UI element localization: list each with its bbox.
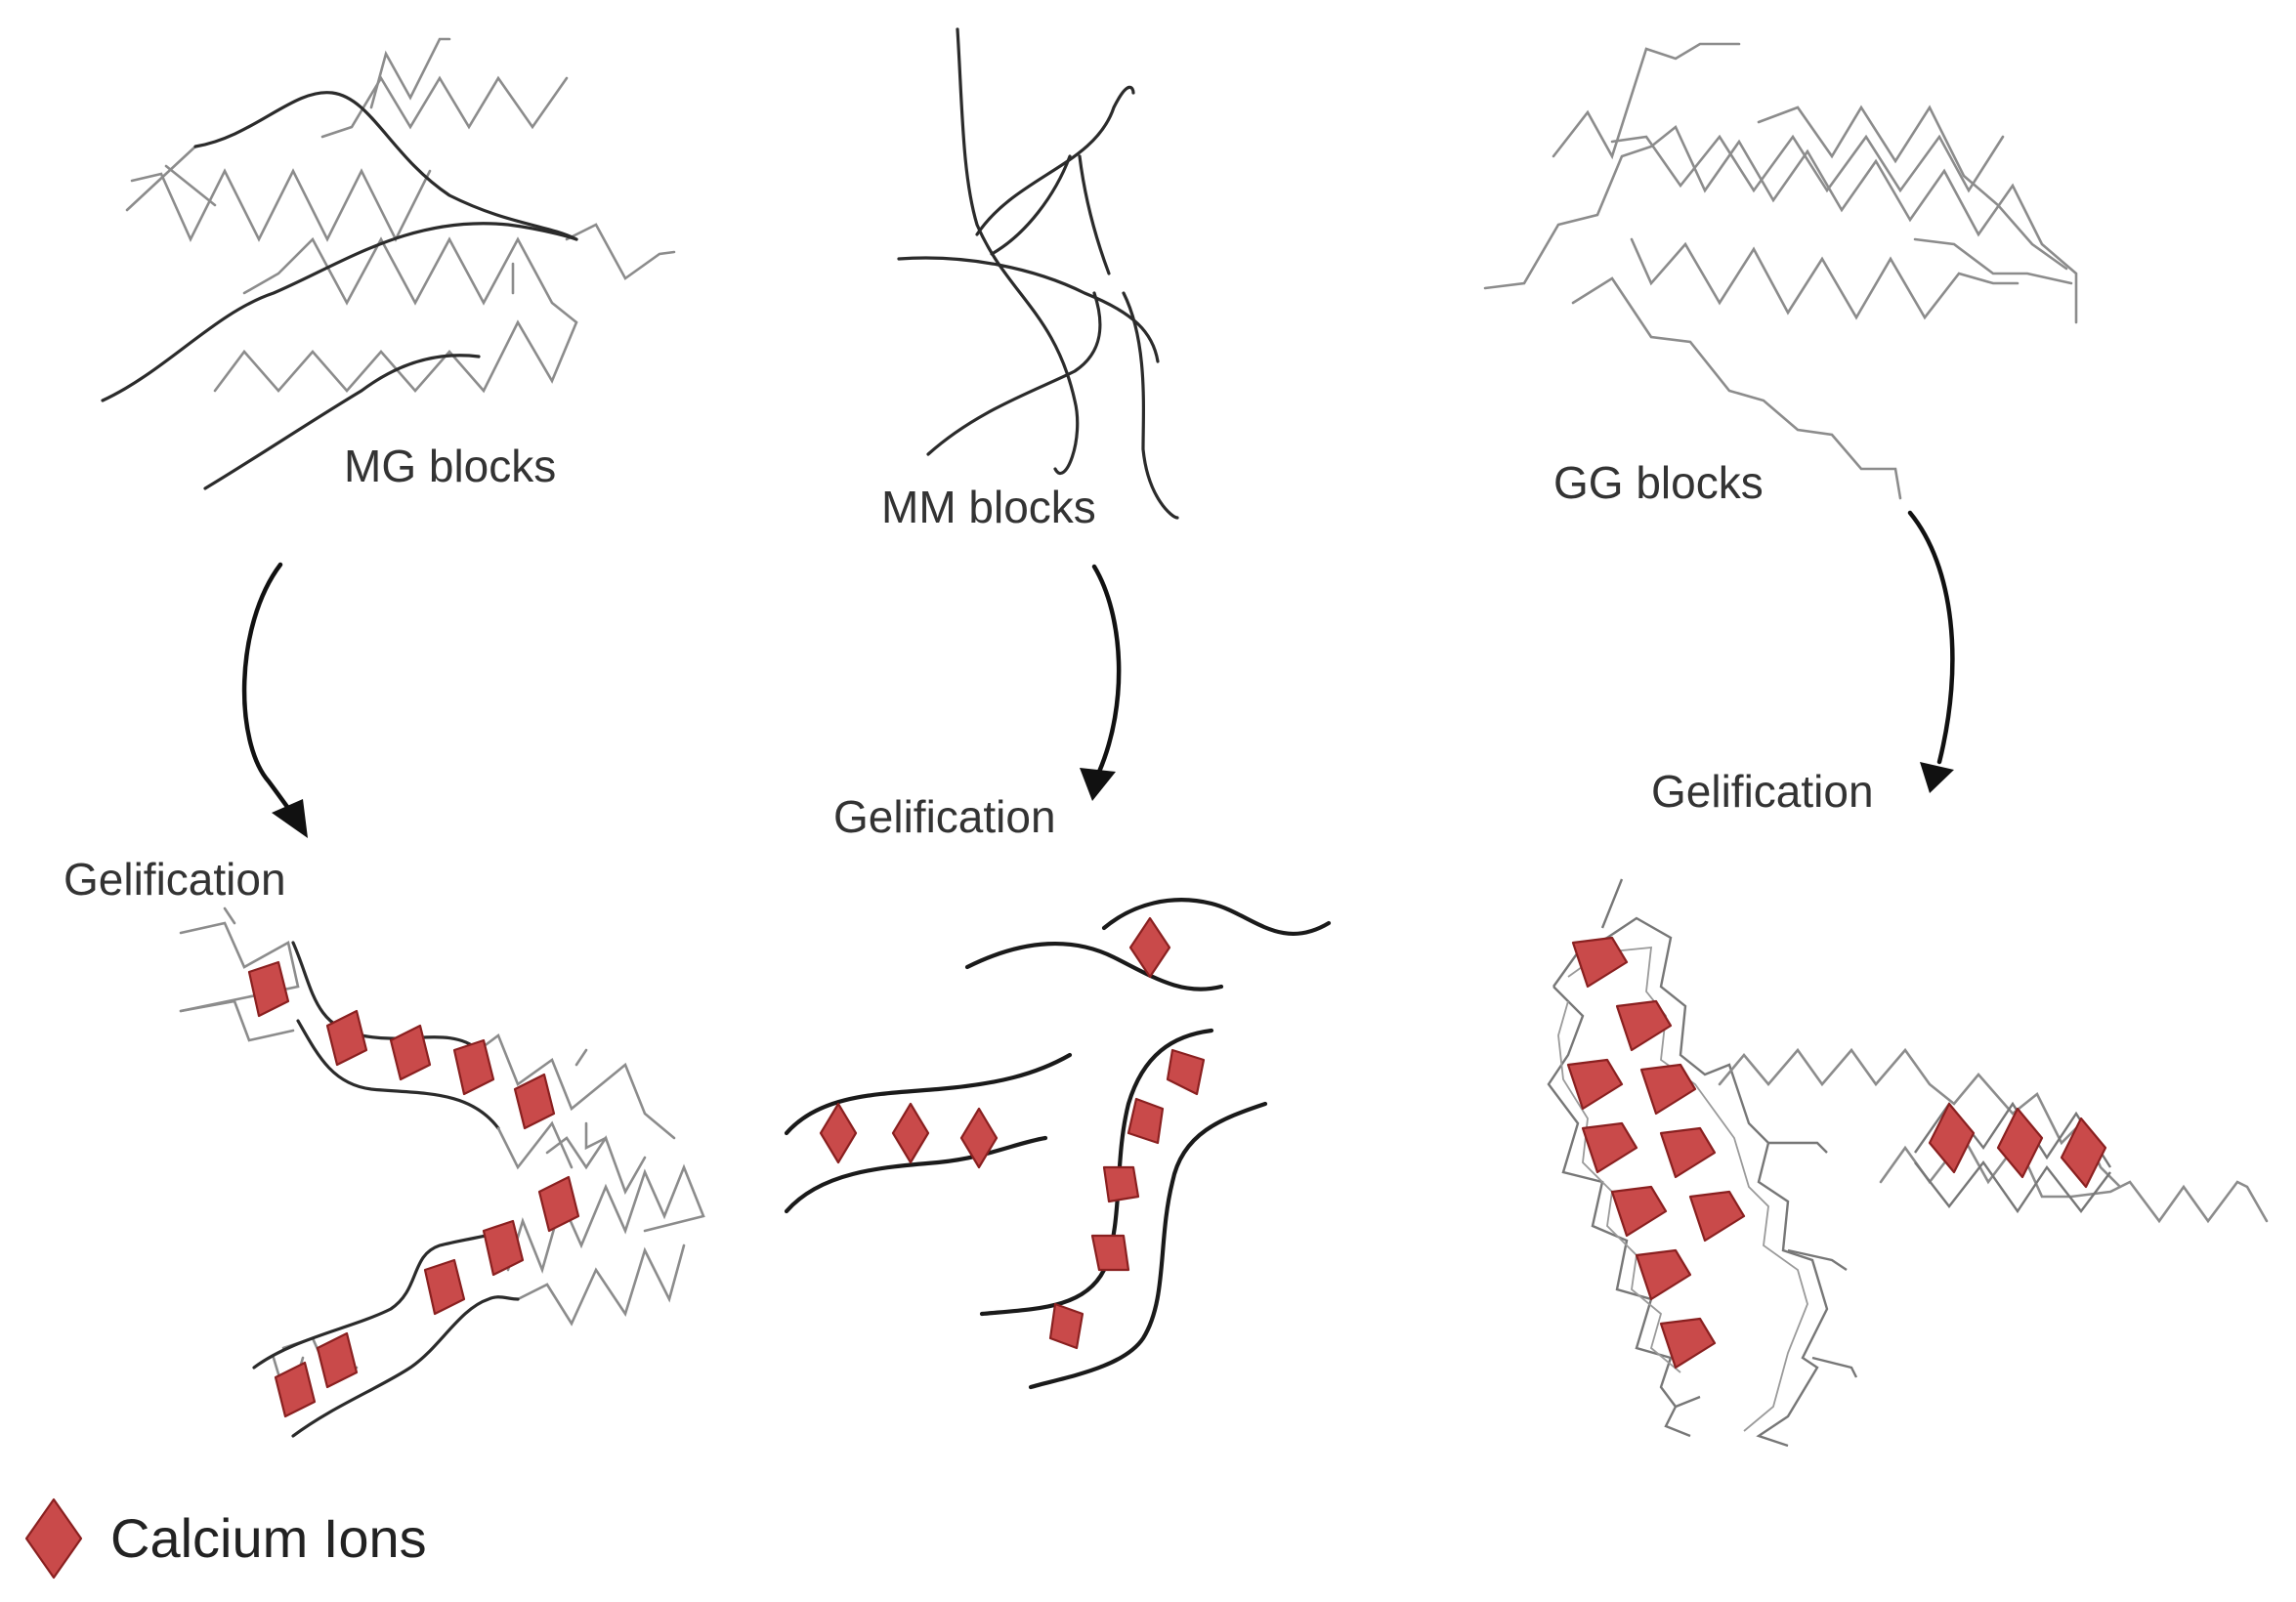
red-diamond-icon <box>24 1497 83 1580</box>
calcium-ion <box>247 960 290 1018</box>
gelification-label-left: Gelification <box>64 854 286 905</box>
calcium-ion <box>423 1258 466 1316</box>
calcium-ion <box>1610 1185 1668 1238</box>
calcium-ion <box>819 1102 858 1164</box>
gelification-arrow-right <box>1907 510 1955 793</box>
calcium-ion <box>1090 1234 1130 1272</box>
calcium-ion <box>325 1009 368 1067</box>
calcium-ion <box>1635 1248 1692 1301</box>
mm-blocks-chains <box>897 27 1179 520</box>
mg-gel-structure <box>179 906 705 1438</box>
gelification-arrow-left <box>241 562 308 838</box>
calcium-ion <box>1688 1190 1746 1243</box>
legend-label: Calcium Ions <box>110 1507 427 1569</box>
mm-blocks-label: MM blocks <box>881 482 1096 532</box>
mg-blocks-label: MG blocks <box>344 441 556 491</box>
gg-gel-structure <box>1547 878 2269 1448</box>
mg-blocks-chains <box>101 37 676 490</box>
calcium-ion <box>537 1175 580 1233</box>
gelification-label-center: Gelification <box>833 791 1056 842</box>
calcium-ion <box>1102 1165 1140 1203</box>
gg-blocks-chains <box>1483 42 2078 500</box>
gelification-arrow-center <box>1080 564 1122 801</box>
calcium-ion <box>1615 999 1673 1052</box>
calcium-ion <box>1048 1302 1084 1350</box>
gelification-label-right: Gelification <box>1651 766 1874 817</box>
calcium-ion <box>1166 1048 1206 1096</box>
gg-blocks-label: GG blocks <box>1553 457 1764 508</box>
calcium-ion <box>1659 1126 1717 1179</box>
calcium-ion <box>389 1024 432 1081</box>
calcium-ion <box>482 1219 525 1277</box>
calcium-ion <box>1128 916 1171 979</box>
calcium-ion <box>891 1102 930 1164</box>
calcium-ion <box>1639 1063 1697 1116</box>
legend: Calcium Ions <box>24 1497 427 1580</box>
calcium-ion <box>1581 1121 1638 1174</box>
calcium-ion <box>1566 1058 1624 1111</box>
calcium-ion <box>1571 936 1629 989</box>
calcium-ion <box>452 1038 495 1096</box>
calcium-ion <box>274 1361 317 1418</box>
calcium-ion <box>1127 1097 1165 1145</box>
calcium-ion <box>2060 1117 2107 1189</box>
calcium-ion <box>959 1107 999 1169</box>
calcium-ion <box>1659 1317 1717 1370</box>
calcium-ion <box>1928 1102 1976 1174</box>
calcium-ion <box>1996 1107 2044 1179</box>
mm-gel-structure <box>784 898 1332 1390</box>
calcium-ion <box>513 1073 556 1130</box>
calcium-ion <box>316 1331 359 1389</box>
